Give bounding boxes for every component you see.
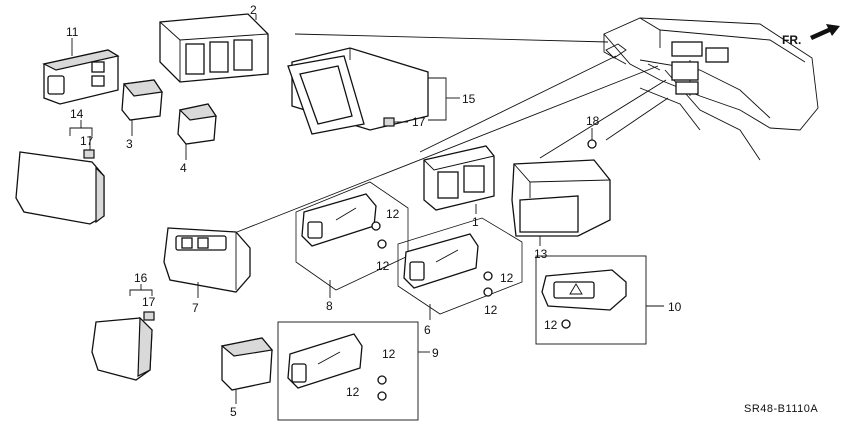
part-4-switch-cap [177, 103, 218, 145]
part-11-switch-panel [42, 49, 120, 105]
callout-1: 1 [472, 215, 479, 229]
callout-15: 15 [462, 92, 476, 106]
front-direction-arrow-icon [810, 24, 840, 40]
callout-3: 3 [126, 137, 133, 151]
part-12-screw [371, 221, 387, 249]
part-10-switch [541, 269, 627, 311]
callout-16: 16 [134, 271, 148, 285]
callout-9: 9 [432, 346, 439, 360]
callout-17-a: 17 [80, 134, 94, 148]
callout-12-c: 12 [500, 271, 514, 285]
callout-2: 2 [250, 3, 257, 17]
part-17-clip [383, 117, 395, 127]
part-13-pocket-frame [511, 159, 611, 237]
part-14-blank-cover [15, 151, 105, 225]
part-17-clip [143, 311, 155, 321]
dashboard-outline [603, 17, 819, 161]
part-3-switch-cap [121, 79, 164, 121]
callout-12-a: 12 [386, 207, 400, 221]
part-17-clip [83, 149, 95, 159]
part-15-pocket [287, 47, 429, 135]
part-12-screw [483, 271, 493, 297]
callout-13: 13 [534, 247, 548, 261]
callout-17-c: 17 [142, 295, 156, 309]
front-direction-label: FR. [782, 33, 801, 47]
callout-17-b: 17 [412, 115, 426, 129]
callout-12-g: 12 [346, 385, 360, 399]
callout-5: 5 [230, 405, 237, 419]
callout-6: 6 [424, 323, 431, 337]
callout-4: 4 [180, 161, 187, 175]
part-6-switch [403, 233, 479, 289]
part-18-screw [587, 139, 597, 149]
part-16-blank-cover [91, 316, 153, 381]
part-2-switch-bezel [159, 13, 269, 83]
part-7-switch-assembly [163, 227, 251, 293]
callout-14: 14 [70, 107, 84, 121]
callout-12-b: 12 [376, 259, 390, 273]
dashboard-leader-lines [236, 33, 669, 233]
diagram-code: SR48-B1110A [744, 403, 818, 415]
part-5-switch-cap [220, 337, 274, 391]
part-12-screw [377, 375, 387, 401]
callout-10: 10 [668, 300, 682, 314]
callout-7: 7 [192, 301, 199, 315]
part-12-screw [561, 319, 571, 329]
callout-12-d: 12 [484, 303, 498, 317]
callout-8: 8 [326, 299, 333, 313]
part-9-switch [287, 333, 363, 389]
callout-18: 18 [586, 114, 600, 128]
part-1-switch-housing [423, 145, 495, 211]
callout-11: 11 [66, 25, 79, 39]
callout-12-f: 12 [382, 347, 396, 361]
callout-12-e: 12 [544, 318, 558, 332]
